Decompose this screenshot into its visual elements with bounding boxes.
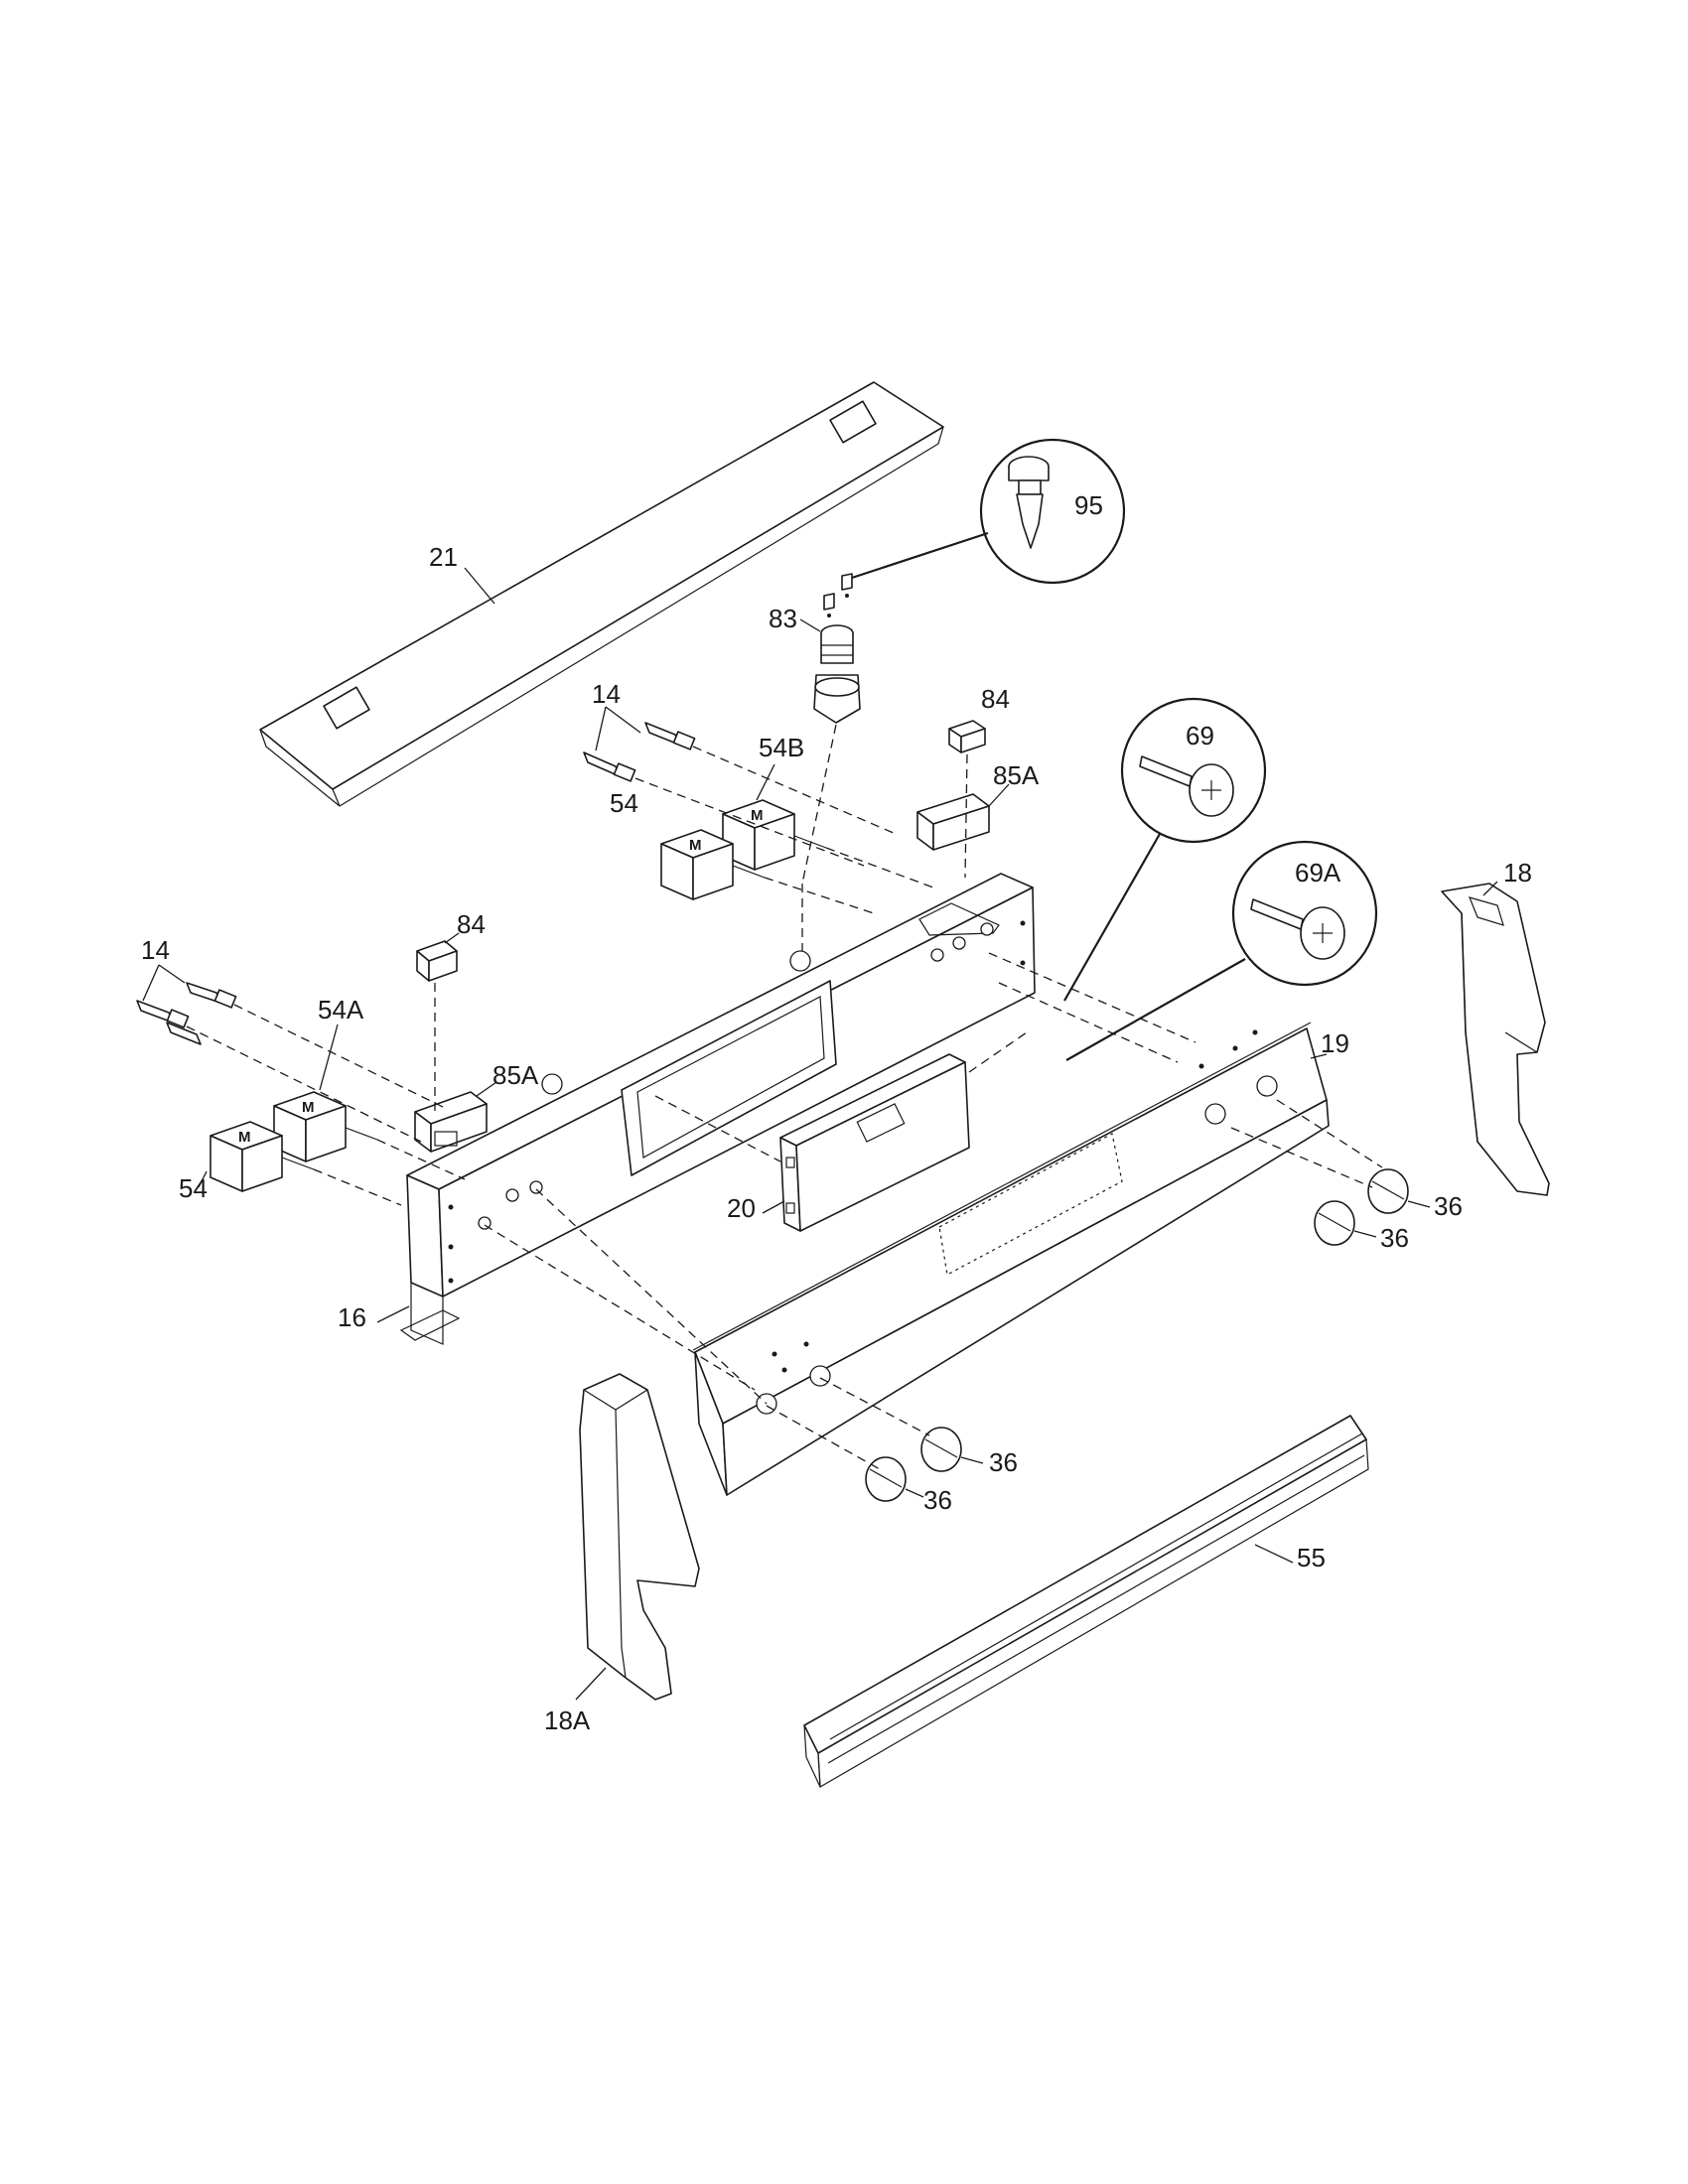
callout-20: 20 bbox=[727, 1193, 756, 1223]
callout-55: 55 bbox=[1297, 1543, 1326, 1572]
switch-mark-2: M bbox=[689, 837, 702, 854]
push-pin-callout-95 bbox=[848, 438, 1126, 585]
pin-screws bbox=[823, 573, 853, 617]
callout-54B: 54B bbox=[759, 733, 804, 762]
infinite-switch-54A: M bbox=[273, 1091, 378, 1162]
switch-mark-1: M bbox=[751, 807, 764, 824]
backguard-frame-part-16 bbox=[399, 873, 1036, 1345]
infinite-switch-54-upper: M bbox=[660, 829, 766, 900]
indicator-light-84-upper bbox=[948, 720, 986, 753]
control-board-part-20 bbox=[779, 1053, 970, 1232]
callout-36-d: 36 bbox=[923, 1485, 952, 1515]
callout-95: 95 bbox=[1074, 490, 1103, 520]
indicator-light-84-lower bbox=[416, 940, 458, 982]
terminal-pins-upper bbox=[583, 722, 696, 782]
callout-36-b: 36 bbox=[1380, 1223, 1409, 1253]
callout-85A-lower: 85A bbox=[492, 1060, 539, 1090]
lamp-socket-part-83 bbox=[813, 624, 861, 724]
left-end-cap-part-18A bbox=[579, 1373, 700, 1701]
infinite-switch-54-lower: M bbox=[210, 1121, 315, 1192]
callout-69A: 69A bbox=[1295, 858, 1341, 887]
screw-callout-69 bbox=[1063, 697, 1267, 1002]
top-trim-part-21 bbox=[259, 381, 944, 807]
callout-16: 16 bbox=[338, 1302, 366, 1332]
callout-54-upper: 54 bbox=[610, 788, 638, 818]
knob-36-right-lower bbox=[1314, 1200, 1355, 1246]
callout-85A-upper: 85A bbox=[993, 760, 1040, 790]
callout-84-lower: 84 bbox=[457, 909, 486, 939]
callout-21: 21 bbox=[429, 542, 458, 572]
callout-36-c: 36 bbox=[989, 1447, 1018, 1477]
callout-19: 19 bbox=[1321, 1028, 1349, 1058]
switch-mark-4: M bbox=[238, 1129, 251, 1146]
callout-54A: 54A bbox=[318, 995, 364, 1024]
bracket-85A-lower bbox=[414, 1091, 488, 1153]
infinite-switch-54B: M bbox=[722, 799, 827, 871]
callout-54-lower: 54 bbox=[179, 1173, 208, 1203]
callout-14-lower: 14 bbox=[141, 935, 170, 965]
callout-14-upper: 14 bbox=[592, 679, 621, 709]
control-panel-part-19 bbox=[692, 1022, 1330, 1496]
callout-69: 69 bbox=[1186, 721, 1214, 751]
switch-mark-3: M bbox=[302, 1099, 315, 1116]
callout-36-a: 36 bbox=[1434, 1191, 1463, 1221]
bracket-85A-upper bbox=[916, 793, 990, 851]
knob-36-left-upper bbox=[920, 1427, 962, 1472]
knob-36-right-upper bbox=[1367, 1168, 1409, 1214]
knob-36-left-lower bbox=[865, 1456, 907, 1502]
assembly-lines bbox=[186, 746, 1383, 1470]
callout-18: 18 bbox=[1503, 858, 1532, 887]
callout-18A: 18A bbox=[544, 1706, 591, 1735]
right-end-cap-part-18 bbox=[1441, 883, 1550, 1196]
screw-callout-69A bbox=[1065, 840, 1378, 1061]
lower-trim-part-55 bbox=[803, 1415, 1369, 1789]
callout-84-upper: 84 bbox=[981, 684, 1010, 714]
terminal-pins-lower bbox=[136, 982, 237, 1045]
callout-83: 83 bbox=[769, 604, 797, 633]
